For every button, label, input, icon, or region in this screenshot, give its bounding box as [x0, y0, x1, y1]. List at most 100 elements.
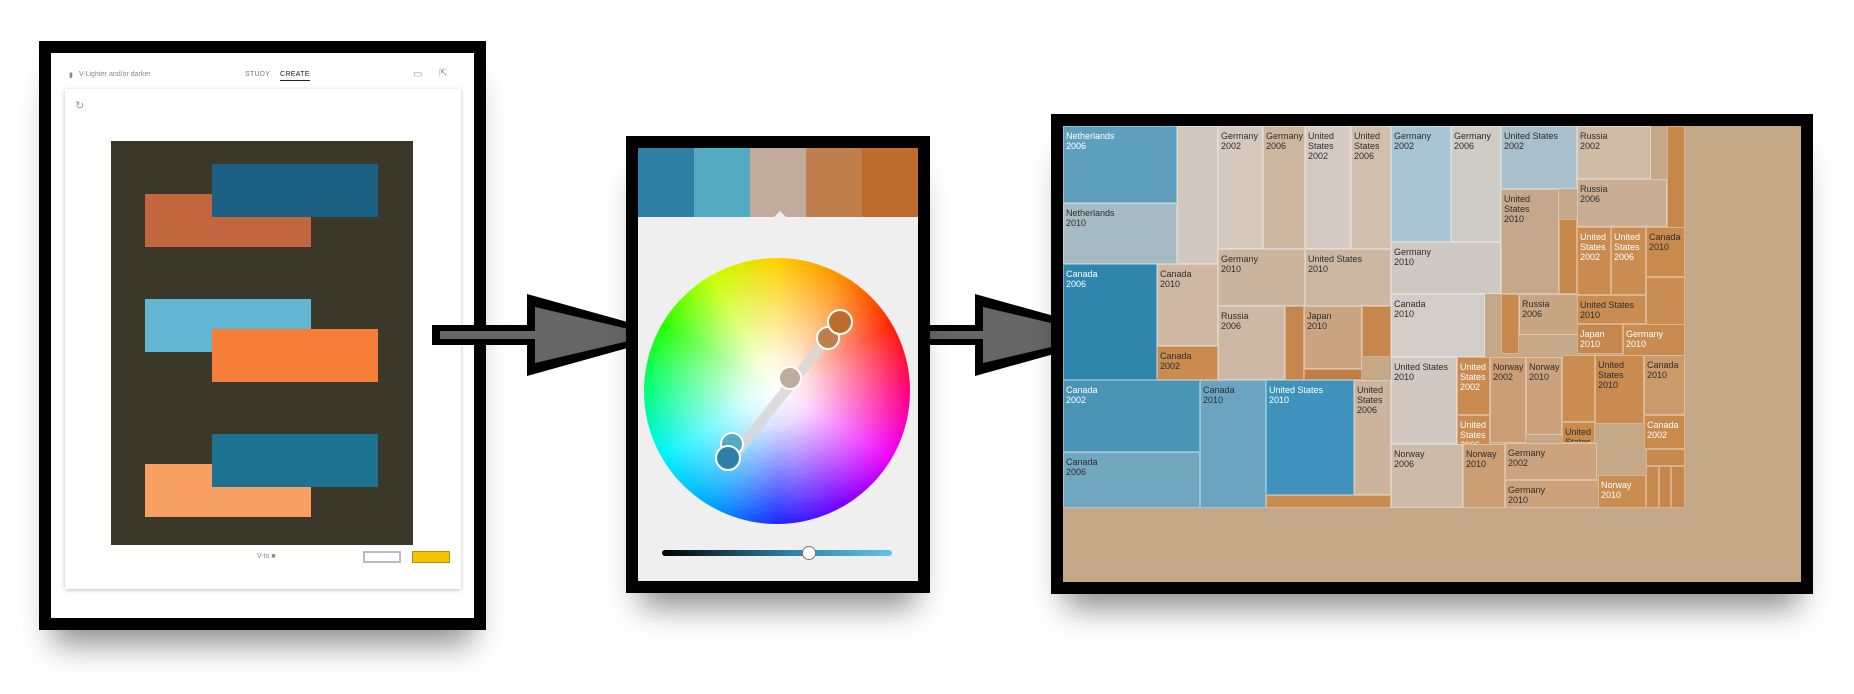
selected-swatch-pointer: [773, 211, 787, 218]
color-wheel[interactable]: [644, 258, 910, 524]
treemap-cell[interactable]: United States 2010: [1501, 189, 1559, 294]
treemap-cell[interactable]: Germany 2006: [1263, 126, 1305, 249]
treemap-cell[interactable]: Canada 2006: [1063, 452, 1200, 508]
treemap-cell-label: Canada 2010: [1394, 299, 1426, 319]
treemap-cell[interactable]: [1501, 294, 1519, 354]
treemap-cell-label: United States 2002: [1460, 362, 1487, 392]
treemap-cell[interactable]: [1266, 495, 1391, 508]
color-bar: [212, 434, 378, 487]
treemap-cell[interactable]: Germany 2010: [1505, 480, 1599, 508]
color-swatch[interactable]: [806, 148, 862, 217]
treemap-cell[interactable]: [1177, 126, 1218, 264]
tab-create[interactable]: CREATE: [280, 71, 310, 81]
color-swatch[interactable]: [862, 148, 918, 217]
treemap-cell[interactable]: United States 2006: [1354, 380, 1391, 495]
treemap-cell-label: Norway 2006: [1394, 449, 1425, 469]
treemap-cell-label: Canada 2010: [1647, 360, 1679, 380]
treemap-cell[interactable]: United States 2010: [1305, 249, 1391, 306]
color-swatch[interactable]: [694, 148, 750, 217]
treemap-cell[interactable]: Canada 2006: [1063, 264, 1157, 380]
treemap-cell-label: United States 2010: [1580, 300, 1635, 320]
treemap-cell-label: United States 2010: [1308, 254, 1363, 274]
treemap-cell-label: Norway 2010: [1466, 449, 1497, 469]
treemap-cell[interactable]: United States 2010: [1595, 355, 1644, 424]
yellow-swatch-button[interactable]: [412, 551, 450, 563]
treemap-cell[interactable]: United States 2010: [1266, 380, 1354, 495]
treemap-cell[interactable]: Netherlands 2010: [1063, 203, 1177, 264]
tab-study[interactable]: STUDY: [245, 71, 271, 78]
wheel-handle: [827, 309, 853, 335]
treemap-cell[interactable]: Norway 2010: [1598, 475, 1646, 508]
treemap-cell[interactable]: [1285, 306, 1304, 380]
treemap-cell[interactable]: United States 2002: [1305, 126, 1351, 249]
treemap-cell-label: Germany 2002: [1221, 131, 1259, 151]
reset-icon[interactable]: ↻: [75, 100, 85, 112]
treemap-cell[interactable]: Germany 2010: [1623, 324, 1685, 356]
treemap-cell[interactable]: United States 2006: [1351, 126, 1391, 249]
slider-knob[interactable]: [802, 546, 817, 560]
white-swatch-button[interactable]: [363, 551, 401, 563]
treemap-cell[interactable]: [1559, 219, 1577, 294]
treemap-cell-label: Germany 2010: [1508, 485, 1546, 505]
treemap-cell-label: United States 2006: [1614, 232, 1641, 262]
treemap-cell[interactable]: Norway 2010: [1463, 444, 1505, 508]
treemap-cell[interactable]: Canada 2010: [1200, 380, 1266, 508]
treemap-cell[interactable]: [1562, 355, 1595, 422]
brightness-slider[interactable]: [662, 550, 892, 556]
treemap-cell[interactable]: Germany 2006: [1451, 126, 1501, 242]
treemap-cell[interactable]: United States 2010: [1577, 295, 1646, 324]
treemap-cell[interactable]: Russia 2002: [1577, 126, 1651, 179]
treemap-cell[interactable]: [1646, 449, 1685, 466]
treemap-cell-label: Norway 2010: [1529, 362, 1560, 382]
harmony-markers: [715, 309, 853, 471]
color-swatch[interactable]: [750, 148, 806, 217]
treemap-cell[interactable]: [1671, 466, 1685, 508]
treemap-cell-label: United States 2010: [1598, 360, 1625, 390]
treemap-cell[interactable]: Netherlands 2006: [1063, 126, 1177, 203]
wheel-handle: [715, 445, 741, 471]
treemap-cell[interactable]: Germany 2002: [1391, 126, 1451, 242]
right-arrow-icon: [880, 294, 1122, 376]
treemap-cell[interactable]: Germany 2002: [1218, 126, 1263, 249]
treemap-cell-label: Japan 2010: [1580, 329, 1605, 349]
treemap-cell[interactable]: Canada 2010: [1391, 294, 1485, 357]
treemap-cell-label: Canada 2002: [1160, 351, 1192, 371]
treemap-cell[interactable]: Japan 2010: [1304, 306, 1362, 369]
treemap-cell[interactable]: Norway 2010: [1526, 357, 1562, 435]
treemap-cell[interactable]: [1304, 369, 1362, 380]
folder-icon[interactable]: ▭: [413, 69, 423, 80]
color-canvas: [111, 141, 413, 545]
treemap-cell[interactable]: Germany 2002: [1505, 443, 1597, 480]
treemap-cell-label: Norway 2010: [1601, 480, 1632, 500]
treemap-cell[interactable]: Russia 2006: [1577, 179, 1667, 227]
treemap-cell[interactable]: United States 2002: [1501, 126, 1577, 189]
treemap-cell[interactable]: Canada 2002: [1644, 415, 1685, 449]
treemap-cell[interactable]: Russia 2006: [1519, 294, 1580, 335]
treemap-cell[interactable]: United States 2010: [1391, 357, 1457, 444]
treemap-cell[interactable]: United States 2006: [1611, 227, 1646, 295]
treemap-cell-label: Canada 2010: [1160, 269, 1192, 289]
treemap-cell[interactable]: United States 2002: [1577, 227, 1611, 295]
treemap-cell[interactable]: Canada 2002: [1157, 346, 1218, 380]
treemap-cell[interactable]: [1646, 466, 1659, 508]
treemap-cell[interactable]: United States 2002: [1562, 422, 1595, 443]
treemap-cell[interactable]: [1362, 306, 1391, 357]
color-swatch[interactable]: [638, 148, 694, 217]
footer-label: V-to ■: [257, 553, 276, 560]
treemap-cell[interactable]: Norway 2002: [1490, 357, 1526, 443]
treemap-cell[interactable]: Canada 2010: [1644, 355, 1685, 415]
treemap-cell[interactable]: Norway 2006: [1391, 444, 1463, 508]
treemap-cell[interactable]: [1659, 466, 1671, 508]
treemap-cell[interactable]: Germany 2010: [1391, 242, 1501, 294]
treemap-cell[interactable]: Canada 2010: [1646, 227, 1685, 277]
treemap-cell[interactable]: Japan 2010: [1577, 324, 1623, 354]
treemap-cell[interactable]: Germany 2010: [1218, 249, 1305, 306]
treemap-cell[interactable]: [1646, 277, 1685, 325]
treemap-cell-label: Canada 2002: [1066, 385, 1098, 405]
share-icon[interactable]: ⇱: [439, 68, 448, 79]
treemap-cell[interactable]: United States 2002: [1457, 357, 1490, 415]
treemap-cell[interactable]: Russia 2006: [1218, 306, 1285, 380]
treemap-cell-label: United States 2002: [1504, 131, 1559, 151]
treemap-cell[interactable]: Canada 2010: [1157, 264, 1218, 346]
treemap-cell[interactable]: Canada 2002: [1063, 380, 1200, 452]
